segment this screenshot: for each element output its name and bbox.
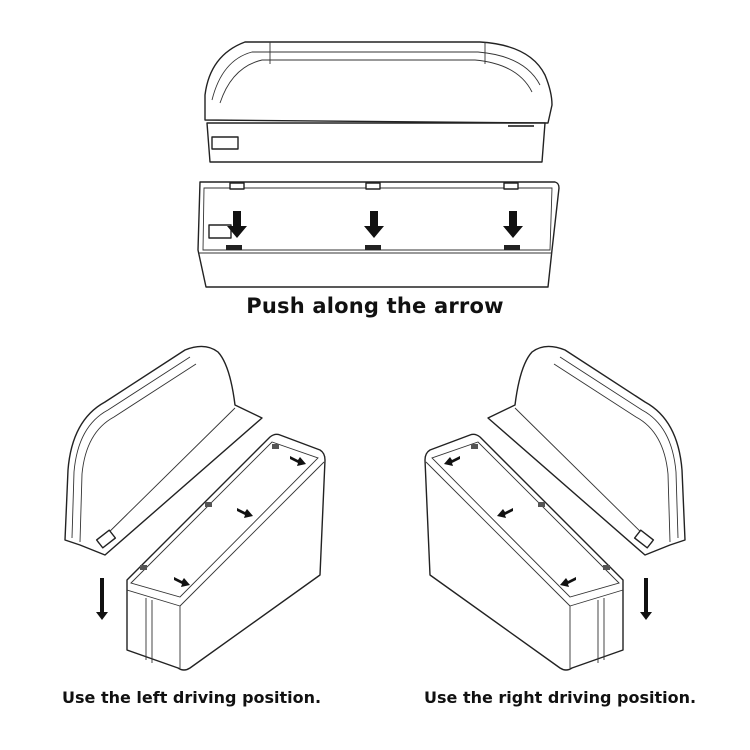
left-arrow-icon (560, 577, 576, 587)
caption-left-driving: Use the left driving position. (62, 688, 322, 707)
right-arrow-icon (290, 456, 306, 466)
right-box (424, 433, 624, 671)
caption-right-driving: Use the right driving position. (424, 688, 697, 707)
right-arrow-icon (237, 508, 253, 518)
left-arrow-icon (444, 456, 460, 466)
right-down-arrow-icon (640, 578, 652, 620)
down-arrow-icon (364, 211, 384, 238)
top-box (197, 181, 560, 288)
right-lid (487, 345, 686, 556)
left-arrow-icon (497, 508, 513, 518)
left-box (126, 433, 326, 671)
right-arrow-icon (174, 577, 190, 587)
left-down-arrow-icon (96, 578, 108, 620)
top-lid (204, 41, 553, 163)
down-arrow-icon (503, 211, 523, 238)
down-arrow-icon (227, 211, 247, 238)
left-lid (64, 345, 263, 556)
caption-push-along-arrow: Push along the arrow (246, 294, 504, 318)
